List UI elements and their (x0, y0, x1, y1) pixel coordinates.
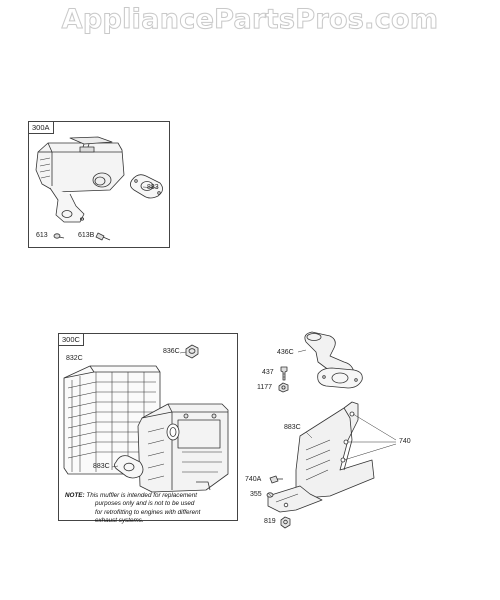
part-label-613b: 613B (78, 232, 95, 239)
note-line-1: This muffler is intended for replacement (86, 492, 197, 499)
stud-437-drawing (280, 366, 288, 381)
panel-300c-tag: 300C (59, 334, 84, 346)
screw-355-drawing (266, 492, 274, 498)
part-label-883c-inner: 883C (93, 463, 110, 470)
part-label-883c-outer: 883C (284, 424, 301, 431)
exhaust-elbow-436c-drawing (297, 331, 363, 389)
part-label-836c: 836C (163, 348, 180, 355)
replacement-note: NOTE: This muffler is intended for repla… (65, 492, 233, 526)
part-label-819: 819 (264, 518, 276, 525)
note-line-4: exhaust systems. (95, 517, 144, 525)
part-label-355: 355 (250, 491, 262, 498)
nut-836c-drawing (179, 344, 199, 359)
part-label-1177: 1177 (257, 384, 273, 391)
part-label-740a: 740A (245, 476, 262, 483)
heat-shield-883c-outer-drawing (267, 401, 397, 513)
gasket-883c-inside-drawing (111, 455, 144, 479)
nut-1177-drawing (278, 382, 289, 393)
nut-819-drawing (280, 516, 291, 529)
part-label-613: 613 (36, 232, 48, 239)
note-line-2: purposes only and is not to be used (95, 500, 195, 508)
part-label-740: 740 (399, 438, 411, 445)
panel-300a-tag: 300A (29, 122, 54, 134)
screw-740a-drawing (269, 475, 283, 484)
note-prefix: NOTE: (65, 492, 85, 499)
part-label-436c: 436C (277, 349, 294, 356)
site-watermark: AppliancePartsPros.com (61, 4, 439, 36)
muffler-300a-drawing (35, 136, 163, 241)
muffler-300c-drawing (137, 403, 229, 493)
part-label-883: 883 (147, 184, 159, 191)
note-line-3: for retrofitting to engines with differe… (95, 508, 201, 516)
part-label-832c: 832C (66, 355, 83, 362)
part-label-437: 437 (262, 369, 274, 376)
